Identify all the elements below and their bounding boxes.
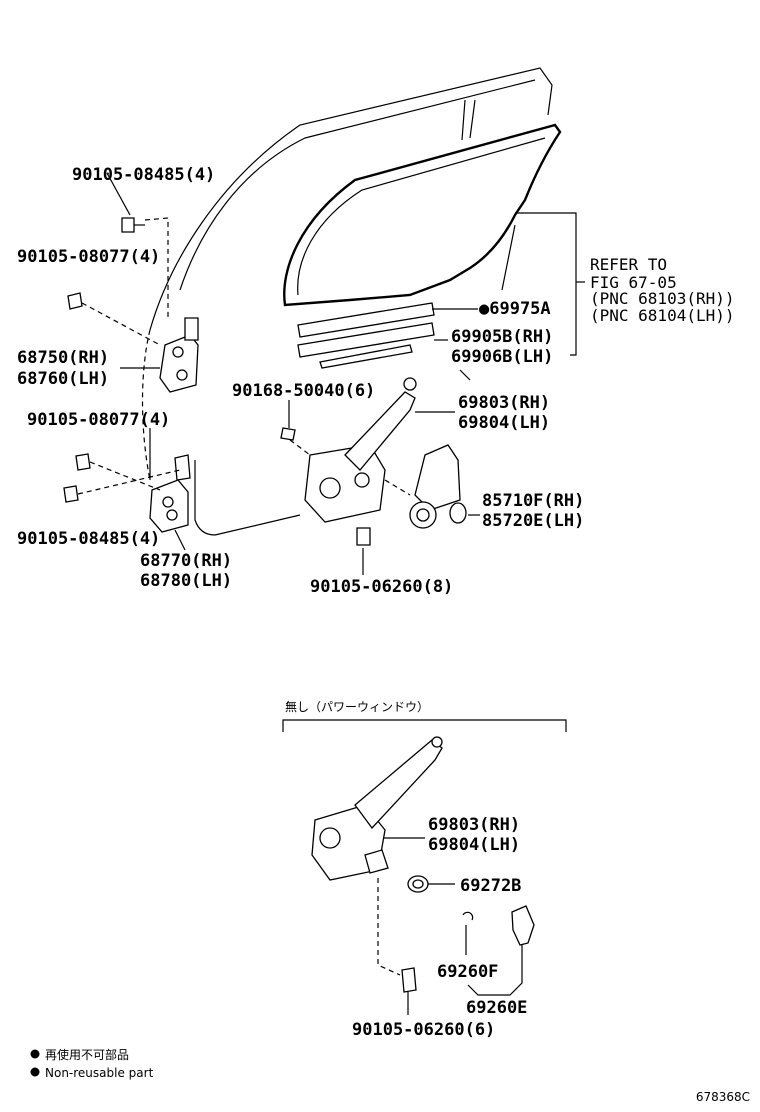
lower-door-hinge xyxy=(149,454,191,533)
label-refer-line2: FIG 67-05 xyxy=(590,273,677,292)
manual-section-caption: 無し（パワーウィンドウ） xyxy=(285,699,429,714)
label-hinge-upper-rh: 68750(RH) xyxy=(17,348,109,368)
label-manual-bolt: 90105-06260(6) xyxy=(352,1020,495,1040)
legend: 再使用不可部品 Non-reusable part xyxy=(30,1047,154,1080)
label-hinge-lower-rh: 68770(RH) xyxy=(140,551,232,571)
label-run-rh: 69905B(RH) xyxy=(451,327,553,347)
window-run-channels xyxy=(297,302,478,369)
legend-bullet-icon xyxy=(30,1049,40,1059)
manual-clip-and-handle xyxy=(462,905,535,996)
label-regulator-rh: 69803(RH) xyxy=(458,393,550,413)
label-refer-line1: REFER TO xyxy=(590,255,667,274)
label-motor-rh: 85710F(RH) xyxy=(482,491,584,511)
label-regulator-lh: 69804(LH) xyxy=(458,413,550,433)
manual-bolt xyxy=(377,878,417,1015)
label-clip: 69260F xyxy=(437,962,498,982)
manual-washer xyxy=(407,875,455,893)
label-screw-regulator: 90168-50040(6) xyxy=(232,381,375,401)
label-run-lh: 69906B(LH) xyxy=(451,347,553,367)
label-washer: 69272B xyxy=(460,876,521,896)
manual-window-regulator xyxy=(311,736,443,881)
leader-lines-upper xyxy=(106,172,585,575)
label-bolt-lower-left-a: 90105-08077(4) xyxy=(27,410,170,430)
window-motor xyxy=(409,444,467,529)
legend-en: Non-reusable part xyxy=(45,1066,154,1080)
label-handle: 69260E xyxy=(466,998,527,1018)
label-motor-lh: 85720E(LH) xyxy=(482,511,584,531)
legend-bullet-icon xyxy=(30,1067,40,1077)
label-seal-part: ●69975A xyxy=(479,299,551,319)
legend-jp: 再使用不可部品 xyxy=(45,1047,129,1062)
label-bolt-lower-left-b: 90105-08485(4) xyxy=(17,529,160,549)
door-glass xyxy=(283,123,562,307)
label-hinge-lower-lh: 68780(LH) xyxy=(140,571,232,591)
figure-id: 678368C xyxy=(696,1090,750,1104)
power-window-regulator xyxy=(214,377,417,546)
upper-door-hinge xyxy=(159,317,199,393)
manual-section-bracket xyxy=(282,719,567,732)
label-refer-line3: (PNC 68103(RH)) xyxy=(590,289,735,308)
label-manual-regulator-lh: 69804(LH) xyxy=(428,835,520,855)
label-bolt-regulator: 90105-06260(8) xyxy=(310,577,453,597)
label-hinge-upper-lh: 68760(LH) xyxy=(17,369,109,389)
label-refer-line4: (PNC 68104(LH)) xyxy=(590,306,735,325)
door-outline xyxy=(141,67,553,536)
label-manual-regulator-rh: 69803(RH) xyxy=(428,815,520,835)
label-bolt-mid-left: 90105-08077(4) xyxy=(17,247,160,267)
label-bolt-top-left: 90105-08485(4) xyxy=(72,165,215,185)
hinge-bolts xyxy=(63,217,181,503)
